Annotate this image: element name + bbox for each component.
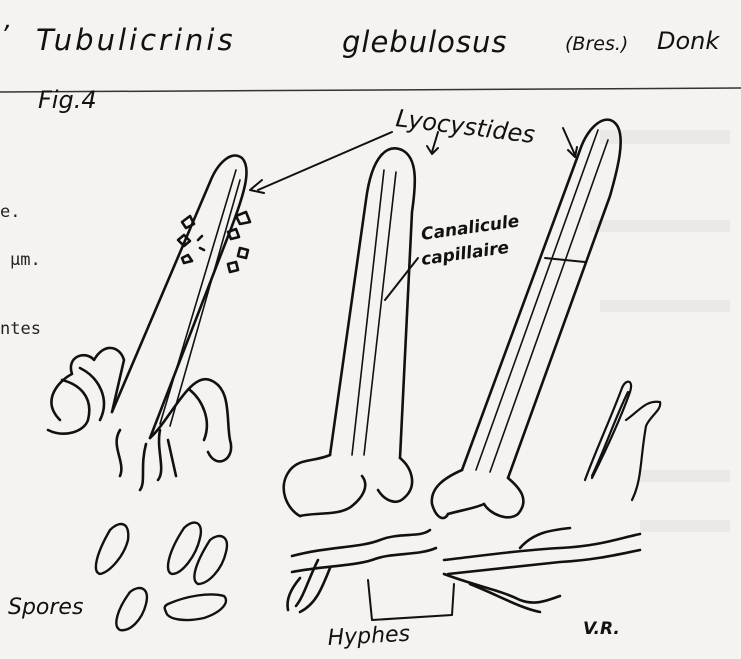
spores-label: Spores [8,595,83,620]
margin-text-1: e. [0,202,20,222]
leader-lines [250,128,585,620]
species-author-short: Donk [657,27,720,55]
species-epithet: glebulosus [342,25,508,59]
cystidium-middle [284,148,415,516]
figure-label: Fig.4 [38,86,97,114]
cystidium-left [48,155,250,490]
spores [96,523,227,631]
header-rule [0,88,741,92]
hyphes-label: Hyphes [327,622,411,651]
hyphae [288,528,641,612]
initials-label: V.R. [583,619,620,639]
left-mark: , [4,5,12,35]
hyphal-fragments-right [585,382,660,500]
species-authority: (Bres.) [565,33,628,55]
lyocystides-label: Lyocystides [394,104,536,149]
margin-text-3: ntes [0,319,41,339]
margin-text-2: µm. [10,250,41,270]
species-name: Tubulicrinis [36,23,236,57]
